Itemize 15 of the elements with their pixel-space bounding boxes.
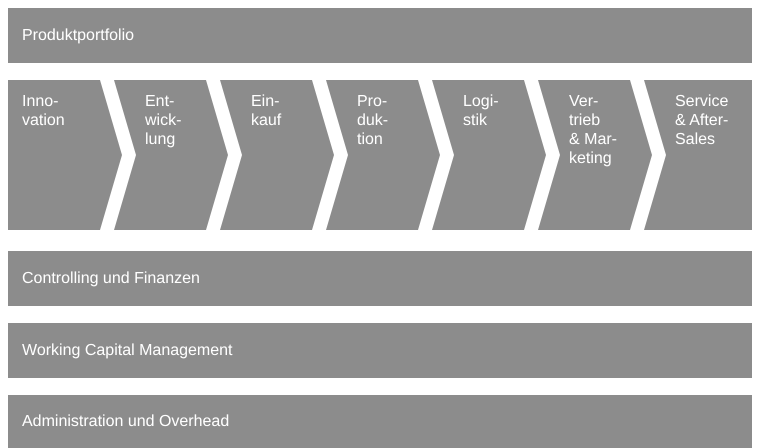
step-label: Ver- trieb & Mar- keting [569,92,617,168]
bar-label: Working Capital Management [22,341,232,360]
step-label: Pro- duk- tion [357,92,388,149]
category-bar [8,8,752,63]
step-label: Inno- vation [22,92,65,130]
step-label: Service & After- Sales [675,92,728,149]
bar-label: Produktportfolio [22,26,134,45]
category-bar [8,395,752,448]
category-bar [8,251,752,306]
bar-label: Controlling und Finanzen [22,269,200,288]
step-label: Logi- stik [463,92,499,130]
step-label: Ein- kauf [251,92,282,130]
bar-label: Administration und Overhead [22,412,230,431]
step-label: Ent- wick- lung [145,92,182,149]
category-bar [8,323,752,378]
